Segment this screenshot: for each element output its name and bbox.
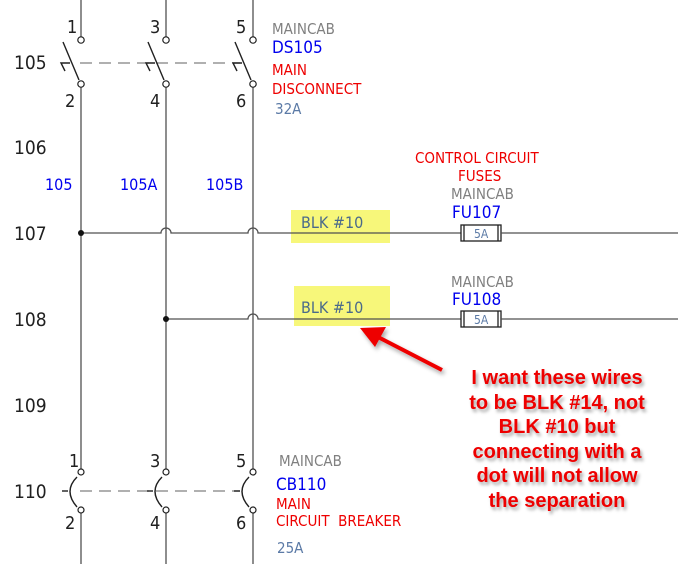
fuse-group-label: FUSES [458, 167, 501, 185]
pin-label: 2 [65, 513, 75, 534]
wire-label[interactable]: BLK #10 [301, 213, 363, 232]
device-rating: 32A [275, 100, 302, 118]
note-line: to be BLK #14, not [469, 391, 645, 414]
device-location: MAINCAB [272, 20, 335, 38]
pin-label: 5 [236, 17, 246, 38]
device-description: DISCONNECT [272, 80, 362, 98]
fuse-symbol[interactable]: 5A [460, 224, 502, 242]
rung-numbers: 105 106 107 108 109 110 [14, 52, 47, 503]
device-description: MAIN [272, 61, 307, 79]
device-tag[interactable]: CB110 [276, 475, 326, 495]
wire-number[interactable]: 105A [120, 175, 157, 194]
wire-108[interactable] [166, 313, 461, 320]
pin-label: 6 [236, 513, 246, 534]
note-line: BLK #10 but [498, 416, 616, 438]
wire-numbers: 105 105A 105B [45, 175, 243, 194]
fuse-rating: 5A [474, 313, 489, 327]
rung-number: 105 [14, 52, 47, 74]
pin-label: 1 [67, 17, 77, 38]
note-line: the separation [488, 489, 626, 512]
note-line: dot will not allow [476, 465, 638, 487]
junction-dot[interactable] [78, 230, 84, 236]
device-location: MAINCAB [279, 452, 342, 470]
note-line: I want these wires [471, 367, 643, 389]
pin-label: 6 [236, 91, 246, 112]
wire-number[interactable]: 105B [206, 175, 243, 194]
wire-label[interactable]: BLK #10 [301, 298, 363, 317]
device-description: MAIN [276, 495, 311, 513]
rung-number: 110 [14, 481, 47, 503]
circuit-breaker[interactable]: 1 3 5 2 4 6 MAINCAB CB110 MAIN CIRCUIT B… [62, 451, 401, 557]
switch-pole [231, 36, 257, 88]
rung-108-circuit: BLK #10 MAINCAB FU108 5A [163, 273, 678, 328]
annotation-arrow [360, 327, 443, 372]
device-tag[interactable]: FU107 [452, 203, 501, 223]
note-line: connecting with a [472, 440, 642, 463]
pin-label: 2 [65, 91, 75, 112]
wire-label-highlight [291, 210, 390, 243]
device-location: MAINCAB [451, 273, 514, 291]
rung-number: 108 [14, 309, 47, 331]
pin-label: 3 [150, 17, 160, 38]
fuse-group-label: CONTROL CIRCUIT [415, 149, 539, 167]
wire-number[interactable]: 105 [45, 175, 72, 194]
pin-label: 3 [150, 451, 160, 472]
fuse-symbol[interactable]: 5A [460, 310, 502, 328]
disconnect-switch[interactable]: 1 3 5 2 4 6 MAINCAB DS105 MAIN DISCONNEC… [59, 17, 362, 118]
fuse-rating: 5A [474, 227, 489, 241]
switch-pole [59, 36, 85, 88]
pin-label: 4 [150, 513, 160, 534]
wire-107[interactable] [81, 227, 461, 234]
device-description: CIRCUIT BREAKER [276, 512, 401, 530]
switch-pole [144, 36, 170, 88]
pin-label: 4 [150, 91, 160, 112]
rung-number: 107 [14, 223, 47, 245]
device-rating: 25A [277, 539, 304, 557]
rung-107-circuit: BLK #10 CONTROL CIRCUIT FUSES MAINCAB FU… [78, 149, 678, 243]
breaker-pole [234, 468, 257, 514]
junction-dot[interactable] [163, 316, 169, 322]
breaker-pole [62, 468, 85, 514]
rung-number: 106 [14, 137, 47, 159]
pin-label: 5 [236, 451, 246, 472]
device-tag[interactable]: FU108 [452, 290, 501, 310]
breaker-pole [147, 468, 170, 514]
device-tag[interactable]: DS105 [272, 38, 323, 58]
rung-number: 109 [14, 395, 47, 417]
annotation-note: I want these wires to be BLK #14, not BL… [432, 366, 678, 513]
pin-label: 1 [69, 451, 79, 472]
phase-buses [80, 0, 254, 564]
device-location: MAINCAB [451, 185, 514, 203]
